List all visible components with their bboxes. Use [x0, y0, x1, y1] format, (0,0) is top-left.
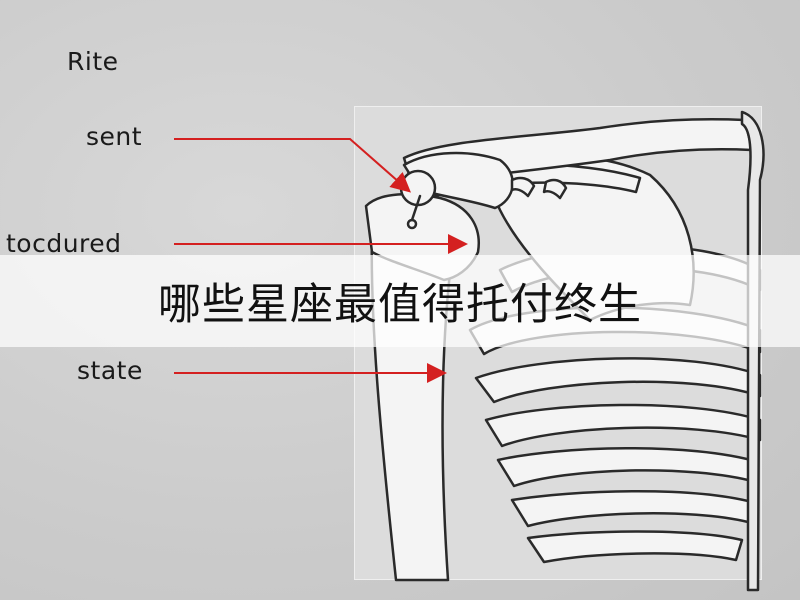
rib — [510, 490, 754, 528]
rib — [526, 530, 744, 564]
label-tocdured: tocdured — [6, 229, 122, 258]
caption-banner: 哪些星座最值得托付终生 — [0, 255, 800, 347]
label-sent: sent — [86, 122, 143, 151]
label-state: state — [77, 356, 143, 385]
arrow-sent — [174, 138, 412, 193]
spine-column — [740, 110, 765, 592]
rib — [496, 447, 760, 488]
rib — [474, 357, 762, 404]
rib — [484, 403, 762, 448]
caption-text: 哪些星座最值得托付终生 — [158, 280, 642, 330]
label-rite: Rite — [67, 47, 119, 76]
